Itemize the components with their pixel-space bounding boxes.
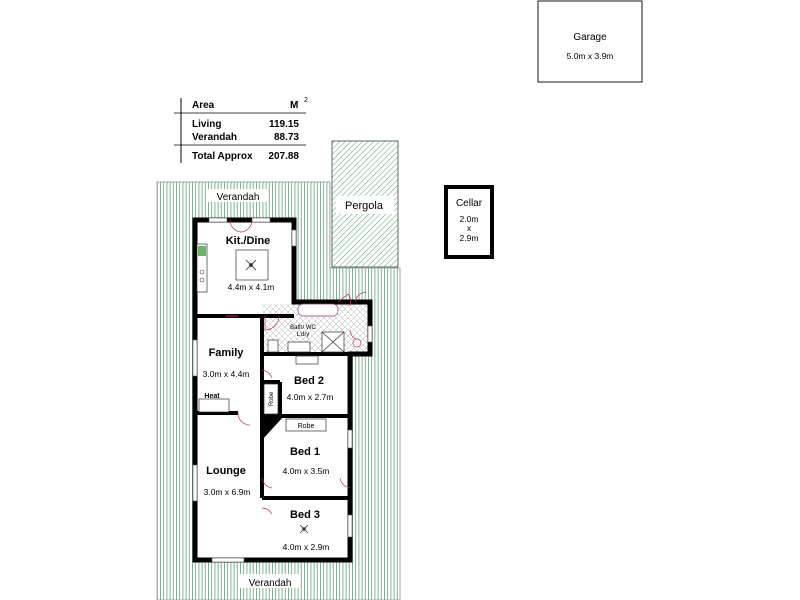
area-total-value: 207.88 (268, 151, 299, 162)
cellar-dim-depth: 2.9m (460, 233, 479, 243)
kitchen-bench (196, 243, 208, 293)
bed3-ceiling-fan-icon (299, 524, 309, 534)
cellar-dim-width: 2.0m (460, 214, 479, 224)
ceiling-fan-icon (245, 259, 257, 271)
family-dims: 3.0m x 4.4m (203, 369, 250, 379)
lounge-label: Lounge (206, 465, 246, 477)
heater-unit (198, 398, 230, 413)
wet-area-sublabel: L'dry (297, 332, 310, 338)
house (192, 217, 373, 563)
pergola: Pergola (331, 140, 399, 268)
cellar-dim-x: x (467, 223, 472, 233)
pergola-label: Pergola (345, 200, 384, 212)
garage-label: Garage (573, 32, 607, 43)
kitchen-dims: 4.4m x 4.1m (228, 282, 275, 292)
area-header-unit-sup: 2 (304, 97, 308, 104)
cellar-label: Cellar (456, 198, 483, 209)
robe-bed1-label: Robe (298, 423, 315, 430)
area-row-living-value: 119.15 (269, 119, 299, 130)
cellar: Cellar 2.0m x 2.9m (444, 185, 494, 259)
interior-walls (195, 314, 350, 500)
bed2-label: Bed 2 (294, 375, 324, 387)
verandah-bottom-label: Verandah (249, 578, 292, 589)
area-header-label: Area (192, 100, 215, 111)
bed1-dims: 4.0m x 3.5m (283, 466, 330, 476)
windows (192, 217, 373, 563)
lounge-dims: 3.0m x 6.9m (204, 487, 251, 497)
bed3-dims: 4.0m x 2.9m (283, 542, 330, 552)
bed1-label: Bed 1 (290, 446, 320, 458)
bed2-fitting (295, 355, 319, 365)
area-header-unit: M (290, 100, 298, 111)
area-total-label: Total Approx (192, 151, 253, 162)
verandah-top-label: Verandah (217, 192, 260, 203)
robe-bed1 (285, 418, 327, 432)
area-row-verandah-label: Verandah (192, 132, 237, 143)
heat-label: Heat (204, 393, 220, 400)
area-row-living-label: Living (192, 119, 221, 130)
family-label: Family (209, 347, 245, 359)
area-row-verandah-value: 88.73 (274, 132, 299, 143)
bed3-label: Bed 3 (290, 509, 320, 521)
garage-dims: 5.0m x 3.9m (567, 51, 614, 61)
room-labels: Kit./Dine 4.4m x 4.1m Bath/ WC L'dry Fam… (203, 235, 334, 552)
doors (229, 219, 367, 515)
robe-bed2-label: Robe (269, 391, 275, 406)
garage: Garage 5.0m x 3.9m (537, 0, 643, 83)
robe-bed2 (263, 383, 279, 415)
wet-area-fixtures (267, 303, 362, 353)
kitchen-label: Kit./Dine (226, 235, 271, 247)
bed2-dims: 4.0m x 2.7m (287, 392, 334, 402)
area-table: Area M 2 Living 119.15 Verandah 88.73 To… (174, 97, 308, 163)
wet-area-label: Bath/ WC (290, 325, 316, 331)
